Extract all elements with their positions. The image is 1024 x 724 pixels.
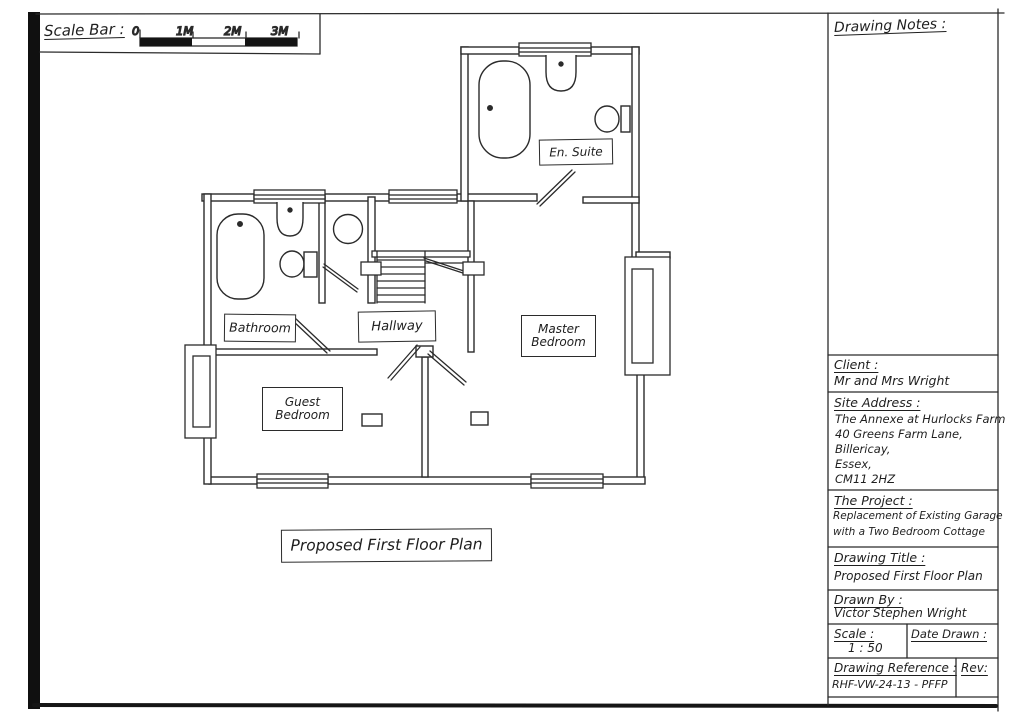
window-bathroom-top [253,189,326,204]
plan-fixtures [216,55,631,427]
door-shower-room [322,263,359,293]
scale-bar-box-bottom [39,51,321,55]
plan-windows [184,42,671,489]
guest-socket [361,413,383,427]
client-value: Mr and Mrs Wright [834,373,950,388]
door-master-bedroom [427,350,467,386]
stair-landing-edge [371,250,471,258]
room-label-ensuite: En. Suite [538,138,614,166]
room-label-master-bedroom: Master Bedroom [521,315,596,357]
room-label-guest-bedroom: Guest Bedroom [262,387,343,431]
wall-shower-east [367,196,376,304]
wall-ensuite-right [631,46,640,259]
bathroom-bath [216,213,265,300]
bathroom-sink [276,202,304,237]
door-ensuite [536,169,576,207]
scale-value: 1 : 50 [848,641,883,655]
scale-bar-seg3 [245,38,297,46]
stair-newel-right [462,261,485,276]
drawing-title-label: Drawing Title : [834,550,926,565]
guest-line1: Guest [284,395,321,410]
wall-left-upper [203,193,212,352]
drawing-title-value: Proposed First Floor Plan [834,569,983,583]
plan-walls [201,46,671,485]
master-socket [470,411,489,426]
window-stairs-top [388,189,458,204]
rev-label: Rev: [961,661,988,675]
room-label-hallway: Hallway [357,310,437,343]
wall-bathroom-east [318,196,326,304]
bathroom-sink-tap [287,207,293,213]
ensuite-bath-tap [487,104,494,111]
border-bottom [32,703,998,708]
bay-window-left [184,344,217,439]
bathroom-fixtures [216,202,318,300]
date-drawn-label: Date Drawn : [911,627,987,641]
client-label: Client : [834,357,879,372]
guest-line2: Bedroom [275,408,330,422]
left-edge-bar [28,12,40,709]
site-address-line: The Annexe at Hurlocks Farm [835,412,1006,426]
shower-circle [332,213,364,245]
drawn-by-label: Drawn By : [834,592,903,607]
door-bathroom [291,317,331,354]
bathroom-bath-tap [236,220,243,227]
bathroom-cistern [303,251,318,278]
wall-right-lower [636,373,645,482]
room-label-bathroom: Bathroom [223,313,297,343]
title-block-grid [827,354,999,698]
wall-ensuite-bottom-right [582,196,640,204]
drawn-by-value: Victor Stephen Wright [834,606,967,620]
ensuite-fixtures [478,55,631,159]
scale-bar: 0 1M 2M 3M [39,13,321,55]
master-line2: Bedroom [531,335,586,349]
window-master-bottom [530,473,604,489]
project-line: with a Two Bedroom Cottage [833,526,985,538]
scale-tick-label-3: 3M [271,24,288,38]
scale-bar-label: Scale Bar : [43,19,125,41]
ensuite-sink-tap [558,61,564,67]
project-line: Replacement of Existing Garage [833,510,1003,522]
scale-tick-label-1: 1M [176,24,193,38]
ensuite-sink [545,55,577,92]
staircase [360,250,485,304]
border-top [35,12,1005,15]
scale-bar-seg1 [140,38,192,46]
master-line1: Master [538,322,579,337]
stair-direction-line [423,257,468,273]
plan-title-box: Proposed First Floor Plan [280,528,493,563]
site-address-line: Billericay, [835,442,891,456]
scale-tick-label-2: 2M [224,24,241,38]
window-ensuite-top [518,42,592,57]
stair-newel-left [360,261,382,276]
site-address-line: Essex, [835,457,872,471]
site-address-label: Site Address : [834,395,921,410]
ensuite-toilet [594,105,620,133]
wall-guest-master [421,356,429,478]
ensuite-cistern [620,105,631,133]
bay-window-right [624,256,671,376]
scale-tick-label-0: 0 [132,24,139,38]
window-guest-bottom [256,473,329,489]
wall-ensuite-left [460,46,469,202]
door-guest-bedroom [387,344,421,381]
site-address-line: 40 Greens Farm Lane, [835,427,963,441]
site-address-line: CM11 2HZ [835,472,896,486]
wall-left-lower [203,433,212,485]
ensuite-bath [478,60,531,159]
drawing-reference-value: RHF-VW-24-13 - PFFP [832,678,948,691]
wall-hall-master [467,200,475,353]
drawing-reference-label: Drawing Reference : [834,661,957,675]
plan-doors [291,169,576,386]
bathroom-toilet [279,250,305,278]
scale-label: Scale : [834,627,875,641]
wall-bathroom-south [210,348,378,356]
project-label: The Project : [834,493,913,508]
